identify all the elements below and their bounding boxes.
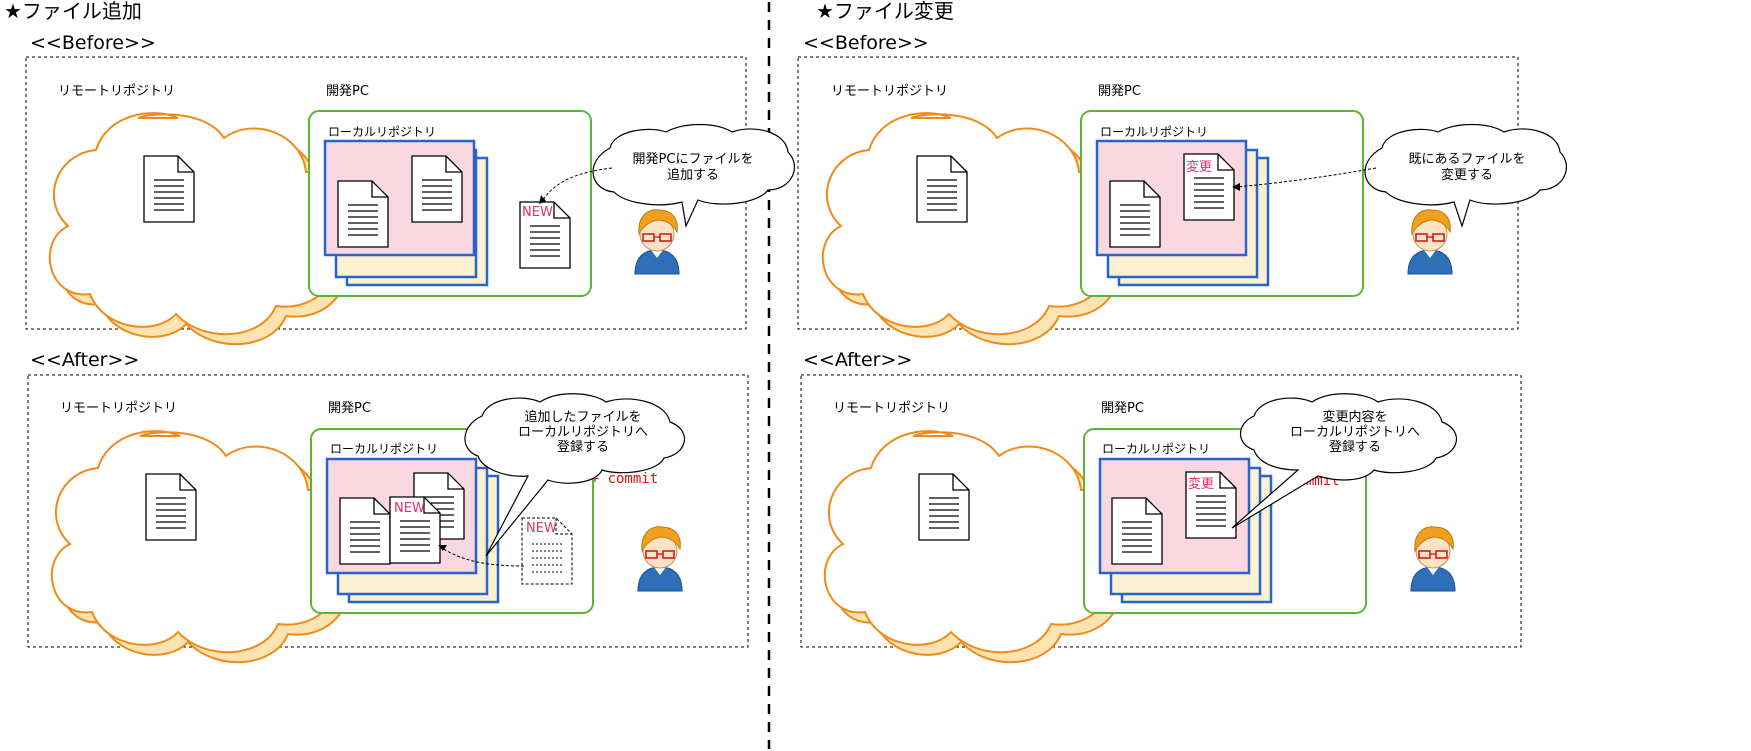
local-repo-label: ローカルリポジトリ xyxy=(330,442,438,456)
bubble-line: 変更する xyxy=(1441,167,1493,183)
move-arrow xyxy=(441,547,525,567)
remote-file-icon xyxy=(916,155,968,223)
after-panel-change xyxy=(800,374,1522,648)
ghost-new-tag: NEW xyxy=(526,521,557,536)
local-repo-label: ローカルリポジトリ xyxy=(1102,442,1210,456)
speech-bubble: 開発PCにファイルを 追加する xyxy=(592,123,795,229)
after-label-change: <<After>> xyxy=(803,349,912,371)
speech-bubble: 追加したファイルを ローカルリポジトリへ 登録する xyxy=(464,393,686,557)
local-repo-label: ローカルリポジトリ xyxy=(1100,125,1208,139)
after-panel-add xyxy=(27,374,749,648)
new-tag: NEW xyxy=(394,501,425,516)
before-panel-add xyxy=(25,56,747,330)
pc-label: 開発PC xyxy=(326,84,369,99)
repo-file-icon xyxy=(411,155,463,223)
pc-label: 開発PC xyxy=(1098,84,1141,99)
remote-label: リモートリポジトリ xyxy=(833,401,950,416)
remote-label: リモートリポジトリ xyxy=(58,84,175,99)
pc-label: 開発PC xyxy=(1101,401,1144,416)
bubble-line: 変更内容を xyxy=(1322,409,1387,425)
change-tag: 変更 xyxy=(1188,476,1214,492)
bubble-line: 既にあるファイルを xyxy=(1408,152,1525,167)
developer-avatar xyxy=(1410,525,1456,592)
remote-file-icon xyxy=(143,155,195,223)
before-label-change: <<Before>> xyxy=(803,32,929,54)
developer-avatar xyxy=(637,525,683,592)
repo-file-icon xyxy=(339,497,391,565)
before-panel-change xyxy=(797,56,1519,330)
before-label-add: <<Before>> xyxy=(30,32,156,54)
remote-label: リモートリポジトリ xyxy=(60,401,177,416)
bubble-line: 開発PCにファイルを xyxy=(633,152,754,167)
repo-file-icon xyxy=(337,180,389,248)
remote-label: リモートリポジトリ xyxy=(831,84,948,99)
bubble-line: 追加したファイルを xyxy=(524,409,641,425)
repo-file-icon xyxy=(1109,180,1161,248)
after-label-add: <<After>> xyxy=(30,349,139,371)
section-title-add: ★ファイル追加 xyxy=(4,0,142,23)
new-tag: NEW xyxy=(522,205,553,220)
developer-avatar xyxy=(634,208,680,275)
bubble-line: ローカルリポジトリへ xyxy=(518,425,648,440)
pc-label: 開発PC xyxy=(328,401,371,416)
bubble-line: 追加する xyxy=(667,167,719,183)
speech-bubble: 変更内容を ローカルリポジトリへ 登録する xyxy=(1231,393,1458,529)
bubble-line: ローカルリポジトリへ xyxy=(1290,425,1420,440)
bubble-line: 登録する xyxy=(1329,440,1381,455)
developer-avatar xyxy=(1407,208,1453,275)
section-title-change: ★ファイル変更 xyxy=(816,0,954,23)
ghost-file-icon xyxy=(521,517,573,585)
add-arrow xyxy=(542,167,613,201)
repo-file-icon xyxy=(1111,497,1163,565)
bubble-line: 登録する xyxy=(557,440,609,455)
speech-bubble: 既にあるファイルを 変更する xyxy=(1364,123,1567,228)
change-tag: 変更 xyxy=(1186,159,1212,175)
local-repo-label: ローカルリポジトリ xyxy=(328,125,436,139)
remote-file-icon xyxy=(145,473,197,541)
remote-file-icon xyxy=(918,473,970,541)
